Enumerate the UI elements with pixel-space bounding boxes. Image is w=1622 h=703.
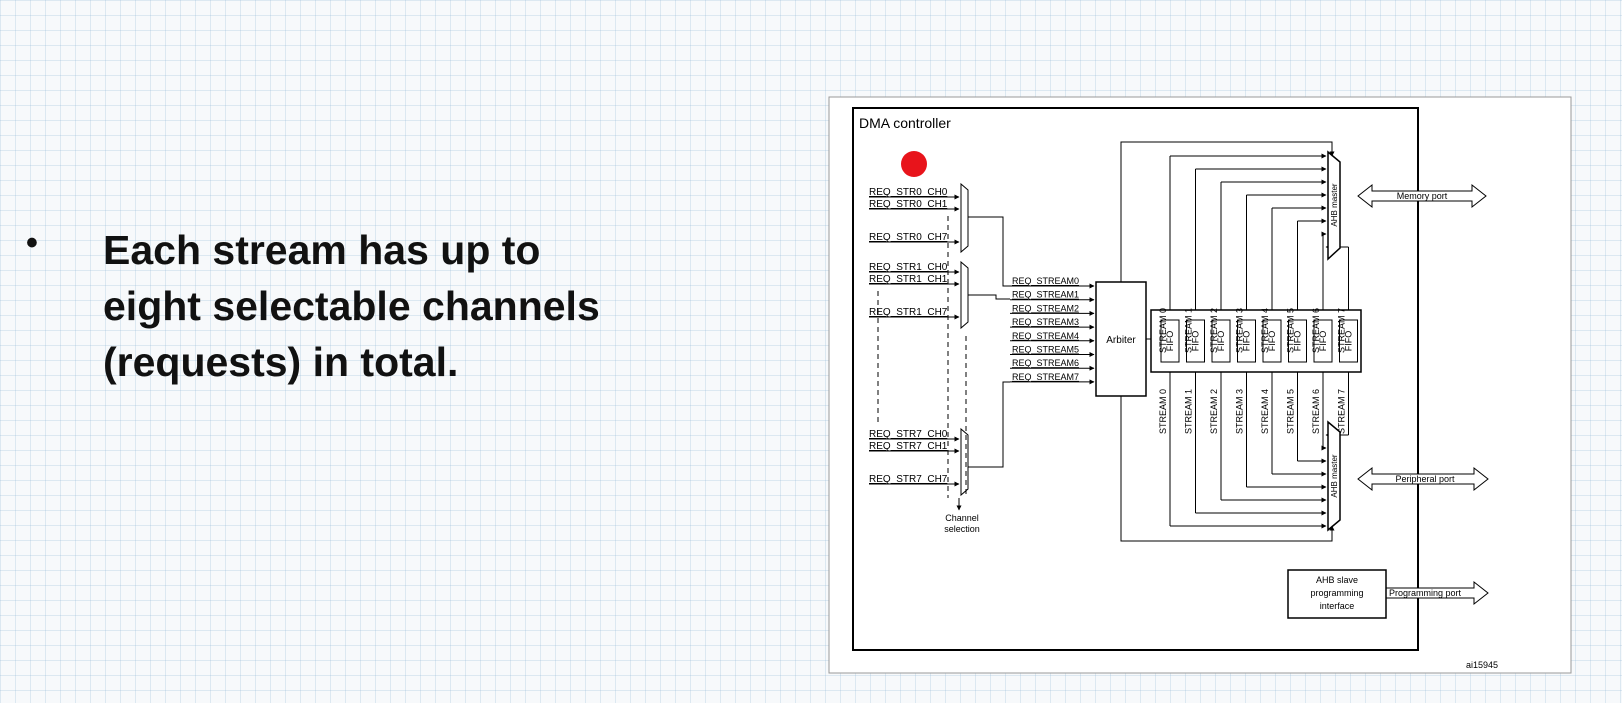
stream-label-bottom: STREAM 1: [1184, 389, 1194, 434]
fifo-label: FIFO: [1267, 331, 1277, 352]
stream-label-bottom: STREAM 0: [1158, 389, 1168, 434]
fifo-cell: [1237, 319, 1256, 363]
memory-port-label: Memory port: [1397, 191, 1448, 201]
stream-label-bottom: STREAM 5: [1286, 389, 1296, 434]
ahb-slave-label: interface: [1320, 601, 1355, 611]
channel-label: REQ_STR7_CH7: [869, 474, 948, 485]
peripheral-port-label: Peripheral port: [1395, 474, 1455, 484]
ahb-slave-box: [1287, 569, 1387, 619]
ahb-slave-label: AHB slave: [1316, 575, 1358, 585]
channel-label: REQ_STR0_CH1: [869, 199, 948, 210]
stream-label-top: STREAM 5: [1286, 308, 1296, 353]
bullet-line-3: (requests) in total.: [103, 339, 459, 385]
stream-request-label: REQ_STREAM4: [1012, 331, 1079, 341]
ahb-master-label: AHB master: [1330, 454, 1339, 497]
dma-controller-box: [852, 107, 1419, 651]
ahb-master-peripheral: [1327, 420, 1341, 532]
stream-label-top: STREAM 1: [1184, 308, 1194, 353]
channel-label: REQ_STR0_CH7: [869, 232, 948, 243]
stream-label-top: STREAM 2: [1209, 308, 1219, 353]
stream-request-label: REQ_STREAM6: [1012, 358, 1079, 368]
channel-mux: [960, 427, 969, 497]
figure-frame: [828, 96, 1572, 674]
fifo-label: FIFO: [1344, 331, 1354, 352]
recording-dot-icon: [901, 151, 927, 177]
ahb-master-label: AHB master: [1330, 183, 1339, 226]
bullet-text: Each stream has up to eight selectable c…: [103, 222, 743, 390]
fifo-label: FIFO: [1293, 331, 1303, 352]
ahb-slave-label: programming: [1310, 588, 1363, 598]
channel-label: REQ_STR7_CH1: [869, 441, 948, 452]
bullet-line-1: Each stream has up to: [103, 227, 541, 273]
fifo-label: FIFO: [1242, 331, 1252, 352]
channel-label: REQ_STR0_CH0: [869, 187, 948, 198]
slide-text-area: • Each stream has up to eight selectable…: [0, 0, 780, 703]
fifo-label: FIFO: [1165, 331, 1175, 352]
stream-label-bottom: STREAM 7: [1337, 389, 1347, 434]
fifo-label: FIFO: [1318, 331, 1328, 352]
channel-group-0: REQ_STR0_CH0 REQ_STR0_CH1 REQ_STR0_CH7: [869, 182, 1010, 287]
fifo-cell: [1186, 319, 1205, 363]
bullet-line-2: eight selectable channels: [103, 283, 600, 329]
fifo-cell: [1160, 319, 1180, 363]
arbiter-label: Arbiter: [1106, 335, 1136, 346]
stream-label-top: STREAM 3: [1235, 308, 1245, 353]
stream-request-label: REQ_STREAM1: [1012, 290, 1079, 300]
bullet-marker: •: [26, 224, 38, 262]
fifo-cell: [1211, 319, 1231, 363]
channel-group-1: REQ_STR1_CH0 REQ_STR1_CH1 REQ_STR1_CH7: [869, 260, 1010, 330]
stream-request-label: REQ_STREAM0: [1012, 276, 1079, 286]
dashed-continuation: [877, 216, 967, 498]
peripheral-port: Peripheral port: [1357, 466, 1489, 492]
stream-label-top: STREAM 7: [1337, 308, 1347, 353]
stream-label-bottom: STREAM 4: [1260, 389, 1270, 434]
channel-label: REQ_STR7_CH0: [869, 429, 948, 440]
arbiter-box: [1095, 281, 1147, 397]
channel-selection-label: Channel: [945, 513, 979, 523]
fifo-cell: [1262, 319, 1282, 363]
fifo-label: FIFO: [1216, 331, 1226, 352]
fifo-cell: [1288, 319, 1307, 363]
fifo-label: FIFO: [1191, 331, 1201, 352]
channel-selection-label: selection: [944, 524, 980, 534]
stream-label-top: STREAM 0: [1158, 308, 1168, 353]
stream-request-label: REQ_STREAM7: [1012, 372, 1079, 382]
dma-controller-title: DMA controller: [859, 115, 951, 131]
stream-label-bottom: STREAM 3: [1235, 389, 1245, 434]
stream-label-top: STREAM 6: [1311, 308, 1321, 353]
channel-label: REQ_STR1_CH7: [869, 307, 948, 318]
fifo-cell: [1339, 319, 1358, 363]
programming-port-label: Programming port: [1389, 588, 1462, 598]
figure-id: ai15945: [1466, 660, 1498, 670]
stream-request-label: REQ_STREAM2: [1012, 303, 1079, 313]
fifo-cell: [1313, 319, 1333, 363]
channel-label: REQ_STR1_CH1: [869, 274, 948, 285]
stream-request-label: REQ_STREAM3: [1012, 317, 1079, 327]
stream-request-lines: REQ_STREAM0REQ_STREAM1REQ_STREAM2REQ_STR…: [1010, 276, 1095, 385]
stream-label-top: STREAM 4: [1260, 308, 1270, 353]
stream-request-label: REQ_STREAM5: [1012, 345, 1079, 355]
channel-mux: [960, 260, 969, 330]
stream-label-bottom: STREAM 6: [1311, 389, 1321, 434]
stream-label-bottom: STREAM 2: [1209, 389, 1219, 434]
channel-mux: [960, 182, 969, 254]
ahb-master-memory: [1327, 150, 1341, 261]
channel-label: REQ_STR1_CH0: [869, 262, 948, 273]
dma-controller-diagram: DMA controller REQ_STR0_CH0 REQ_STR0_CH1…: [828, 96, 1572, 674]
memory-port: Memory port: [1357, 183, 1487, 209]
